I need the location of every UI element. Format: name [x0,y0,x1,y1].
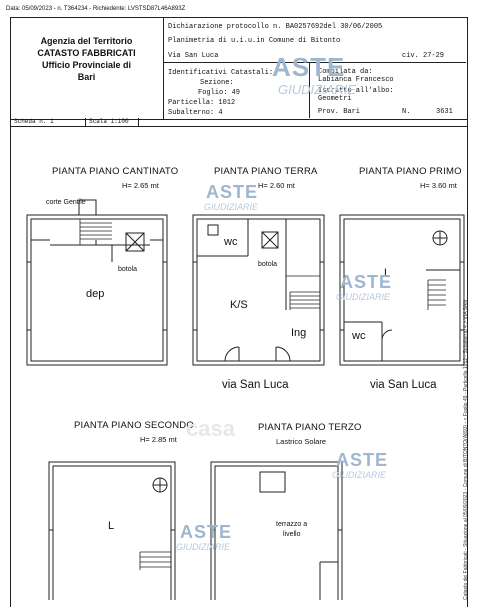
label-dep: dep [86,288,105,300]
provincia-n: N. [402,108,411,116]
height-terra: H= 2.60 mt [258,181,295,190]
label-ks: K/S [230,299,248,311]
provincia: Prov. Bari [318,108,361,116]
watermark-giudiziarie-2: GIUDIZIARIE [336,292,391,302]
ufficio-label: Ufficio Provinciale di [41,60,132,70]
subtitle-terzo: Lastrico Solare [276,437,327,446]
watermark-aste-header: ASTE [272,52,346,82]
agency-name: Agenzia del Territorio [40,36,133,46]
height-cantinato: H= 2.65 mt [122,181,159,190]
scala: Scala 1:100 [89,118,129,125]
plan-terzo [210,461,343,600]
scheda-row [10,118,468,127]
civico: civ. 27-29 [402,52,445,60]
plan-primo [339,214,465,366]
agency-block: Agenzia del Territorio CATASTO FABBRICAT… [10,36,163,82]
subalterno-value: Subalterno: 4 [168,109,223,117]
plan-terra [192,214,325,366]
provincia-number: 3631 [436,108,453,116]
catasto-title: CATASTO FABBRICATI [37,48,136,58]
height-primo: H= 3.60 mt [420,181,457,190]
label-botola-terra: botola [258,261,278,268]
scheda-number: Scheda n. 1 [14,118,54,125]
watermark-aste-4: ASTE [180,522,233,542]
identificativi-label: Identificativi Catastali: [168,69,274,77]
planimetria-line: Planimetria di u.i.u.in Comune di Bitont… [168,37,341,45]
watermark-giudiziarie-3: GIUDIZIARIE [332,470,387,480]
dichiarazione-line: Dichiarazione protocollo n. BA0257692del… [168,23,383,31]
label-wc-terra: wc [224,236,238,248]
watermark-giudiziarie-4: GIUDIZIARIE [176,542,231,552]
via-line: Via San Luca [168,52,219,60]
watermark-aste-2: ASTE [340,272,393,292]
watermark-giudiziarie-1: GIUDIZIARIE [204,202,259,212]
compilata-label: Compilata da: [318,68,373,76]
title-cantinato: PIANTA PIANO CANTINATO [52,166,179,177]
title-terzo: PIANTA PIANO TERZO [258,422,362,433]
watermark-aste-3: ASTE [336,450,389,470]
label-terrazzo: terrazzo a [276,521,308,528]
foglio-value: Foglio: 49 [198,89,241,97]
label-l-primo: L [384,267,391,279]
particella-value: Particella: 1012 [168,99,236,107]
title-terra: PIANTA PIANO TERRA [214,166,318,177]
drawing-frame [10,127,468,607]
watermark-aste-1: ASTE [206,182,259,202]
iscritto-value: Geometri [318,95,352,103]
ufficio-city: Bari [77,72,96,82]
side-catasto-text: Catasto dei Fabbricati - Situazione al 0… [463,300,469,600]
label-wc-primo: wc [352,330,366,342]
sezione-label: Sezione: [200,79,234,87]
watermark-casa: casa [186,416,235,441]
watermark-giudiziarie-header: GIUDIZIARIE [278,82,357,97]
title-primo: PIANTA PIANO PRIMO [359,166,462,177]
label-l-secondo: L [108,520,115,532]
label-livello: livello [283,531,301,538]
title-secondo: PIANTA PIANO SECONDO [74,420,194,431]
label-street-terra: via San Luca [222,379,289,391]
plan-cantinato [26,199,168,366]
label-ing: Ing [291,327,307,339]
plan-secondo [48,461,176,600]
request-info: Data: 05/09/2023 - n. T364234 - Richiede… [6,6,186,12]
compilata-name: Labianca Francesco [318,76,394,84]
label-corte: corte Gentile [46,199,86,206]
iscritto-label: Iscritto all'albo: [318,87,394,95]
height-secondo: H= 2.85 mt [140,435,177,444]
label-botola-cantinato: botola [118,266,138,273]
label-street-primo: via San Luca [370,379,437,391]
header-frame [10,17,468,120]
